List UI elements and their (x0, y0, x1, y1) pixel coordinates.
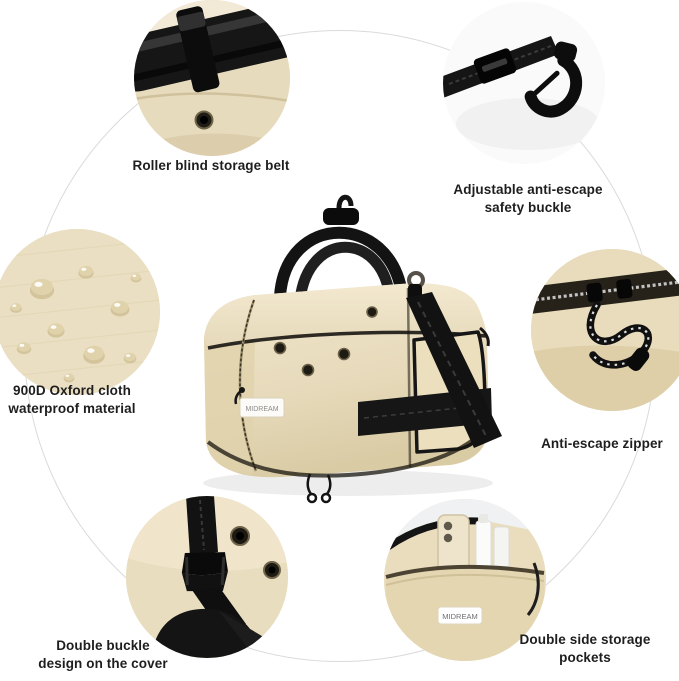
double-buckle-illustration (126, 496, 288, 658)
water-droplets (10, 265, 142, 383)
grommet (194, 110, 214, 130)
zipper-illustration (531, 249, 679, 411)
carrier-bag-illustration: MIDREAM (203, 194, 502, 504)
strap-adjuster (473, 48, 517, 84)
feature-label-oxford-cloth: 900D Oxford cloth waterproof material (8, 383, 136, 416)
bottle (493, 526, 510, 572)
phone (437, 514, 470, 572)
brand-text: MIDREAM (245, 406, 278, 413)
bag-handles (274, 194, 408, 306)
oxford-cloth-photo (0, 229, 160, 395)
feature-label-safety-buckle: Adjustable anti-escape safety buckle (453, 182, 603, 215)
drawcord (526, 562, 540, 616)
zipper-pulls (306, 473, 332, 504)
cord-bead (627, 347, 650, 371)
zipper-track (531, 264, 679, 316)
rolled-blind (134, 0, 290, 93)
safety-buckle-illustration (443, 2, 605, 164)
feature-label-zipper: Anti-escape zipper (541, 436, 663, 451)
brand-text: MIDREAM (442, 612, 477, 621)
handle-wrap (323, 208, 359, 225)
feature-label-double-buckle: Double buckle design on the cover (38, 638, 168, 671)
anti-escape-cord (586, 301, 652, 371)
anti-escape-zipper-photo (531, 249, 679, 411)
vent-grommets (273, 306, 378, 377)
bottle (475, 520, 492, 570)
double-buckle-photo (126, 496, 288, 658)
cover-grommets (230, 526, 281, 579)
shoulder-strap (406, 271, 502, 448)
side-release-buckle (181, 552, 228, 592)
feature-label-roller-blind: Roller blind storage belt (132, 158, 290, 173)
panel-seam (406, 287, 412, 468)
snap-hook-icon (524, 41, 583, 118)
brand-patch: MIDREAM (239, 397, 285, 418)
oxford-cloth-illustration (0, 229, 160, 395)
side-pockets-photo: MIDREAM (384, 499, 546, 661)
roller-blind-photo (134, 0, 290, 156)
safety-buckle-photo (443, 2, 605, 164)
adjustable-strap (443, 36, 559, 98)
lid-zipper-pull (479, 326, 490, 347)
bottom-trim (206, 426, 488, 478)
feature-label-side-pockets: Double side storage pockets (519, 632, 651, 665)
roller-blind-illustration (134, 0, 290, 156)
brand-patch: MIDREAM (437, 606, 483, 625)
carrier-bag-hero: MIDREAM (158, 178, 518, 508)
side-pockets-illustration: MIDREAM (384, 499, 546, 661)
